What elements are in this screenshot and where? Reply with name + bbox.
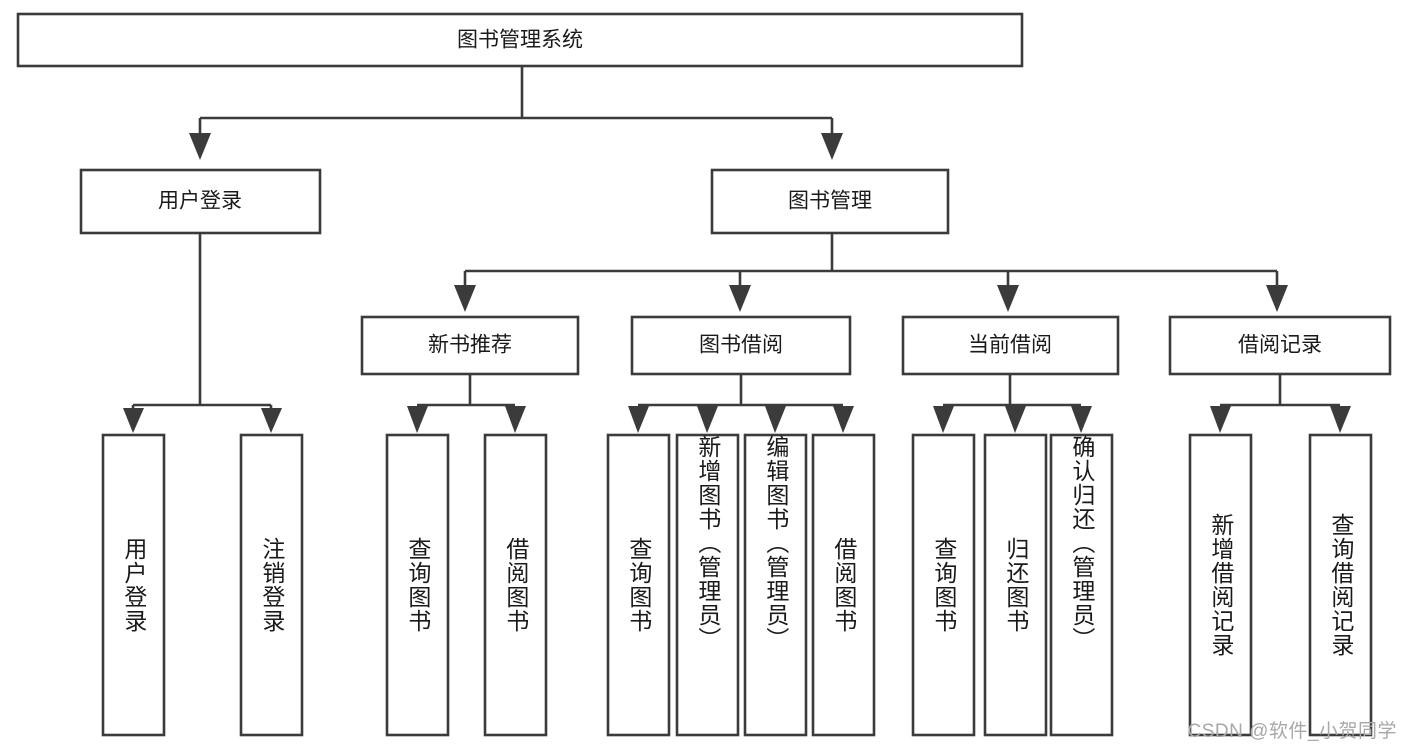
arrowhead-new-books-leaf-2 bbox=[505, 406, 526, 433]
node-user-login-label: 用户登录 bbox=[158, 190, 242, 213]
arrowhead-user-login-leaf-1 bbox=[123, 408, 144, 433]
arrowhead-root-to-user-login bbox=[189, 133, 211, 160]
node-borrow-records-label: 借阅记录 bbox=[1238, 334, 1322, 357]
node-user-login-box[interactable] bbox=[79, 168, 322, 235]
node-root-label: 图书管理系统 bbox=[457, 29, 583, 52]
node-book-manage-box[interactable] bbox=[710, 168, 950, 235]
connector-group-root bbox=[189, 66, 843, 160]
arrowhead-current-leaf-1 bbox=[933, 406, 954, 433]
leaf-box-search-record[interactable] bbox=[1308, 433, 1373, 737]
arrowhead-bm-records bbox=[1266, 285, 1288, 312]
arrowhead-borrow-leaf-1 bbox=[628, 406, 649, 433]
node-root-box[interactable] bbox=[16, 12, 1024, 68]
leaf-box-confirm-return-admin[interactable] bbox=[1049, 433, 1114, 737]
connector-group-records bbox=[1210, 374, 1351, 433]
node-new-books-label: 新书推荐 bbox=[428, 334, 512, 357]
leaf-box-borrow-book-newbooks[interactable] bbox=[483, 433, 548, 737]
arrowhead-new-books-leaf-1 bbox=[407, 406, 428, 433]
leaf-box-logout[interactable] bbox=[239, 433, 304, 737]
node-current-borrow[interactable]: 当前借阅 bbox=[901, 315, 1120, 376]
leaf-box-add-book-admin[interactable] bbox=[675, 433, 740, 737]
connector-group-user-login bbox=[123, 233, 282, 433]
arrowhead-borrow-leaf-3 bbox=[765, 406, 786, 433]
leaf-box-add-record[interactable] bbox=[1188, 433, 1253, 737]
connector-group-current bbox=[933, 374, 1092, 433]
leaf-box-search-book-current[interactable] bbox=[911, 433, 976, 737]
arrowhead-records-leaf-1 bbox=[1210, 406, 1231, 433]
arrowhead-user-login-leaf-2 bbox=[261, 408, 282, 433]
leaf-box-edit-book-admin[interactable] bbox=[743, 433, 808, 737]
arrowhead-borrow-leaf-4 bbox=[833, 406, 854, 433]
node-current-borrow-box[interactable] bbox=[901, 315, 1120, 376]
arrowhead-bm-borrow bbox=[729, 285, 751, 312]
node-book-manage-label: 图书管理 bbox=[788, 190, 872, 213]
leaf-box-borrow-book[interactable] bbox=[811, 433, 876, 737]
leaf-box-user-login[interactable] bbox=[101, 433, 166, 737]
arrowhead-bm-current bbox=[997, 285, 1019, 312]
arrowhead-current-leaf-3 bbox=[1071, 406, 1092, 433]
csdn-watermark: CSDN @软件_小贺同学 bbox=[1187, 721, 1397, 742]
arrowhead-bm-new-books bbox=[454, 285, 476, 312]
leaf-box-search-book-newbooks[interactable] bbox=[385, 433, 450, 737]
node-borrow-records-box[interactable] bbox=[1168, 315, 1392, 376]
arrowhead-current-leaf-2 bbox=[1005, 406, 1026, 433]
leaf-box-search-book-borrow[interactable] bbox=[606, 433, 671, 737]
node-borrow-records[interactable]: 借阅记录 bbox=[1168, 315, 1392, 376]
node-current-borrow-label: 当前借阅 bbox=[968, 334, 1052, 357]
arrowhead-records-leaf-2 bbox=[1330, 406, 1351, 433]
leaf-box-return-book[interactable] bbox=[983, 433, 1048, 737]
node-new-books-box[interactable] bbox=[360, 315, 580, 376]
connector-group-new-books bbox=[407, 374, 526, 433]
node-root[interactable]: 图书管理系统 bbox=[16, 12, 1024, 68]
connector-group-book-manage bbox=[454, 233, 1288, 312]
node-book-manage[interactable]: 图书管理 bbox=[710, 168, 950, 235]
arrowhead-borrow-leaf-2 bbox=[697, 406, 718, 433]
connector-group-borrow bbox=[628, 374, 854, 433]
node-user-login[interactable]: 用户登录 bbox=[79, 168, 322, 235]
node-borrow-label: 图书借阅 bbox=[699, 334, 783, 357]
arrowhead-root-to-book-manage bbox=[821, 133, 843, 160]
leaf-boxes bbox=[101, 433, 1373, 737]
node-borrow[interactable]: 图书借阅 bbox=[630, 315, 852, 376]
node-borrow-box[interactable] bbox=[630, 315, 852, 376]
node-new-books[interactable]: 新书推荐 bbox=[360, 315, 580, 376]
